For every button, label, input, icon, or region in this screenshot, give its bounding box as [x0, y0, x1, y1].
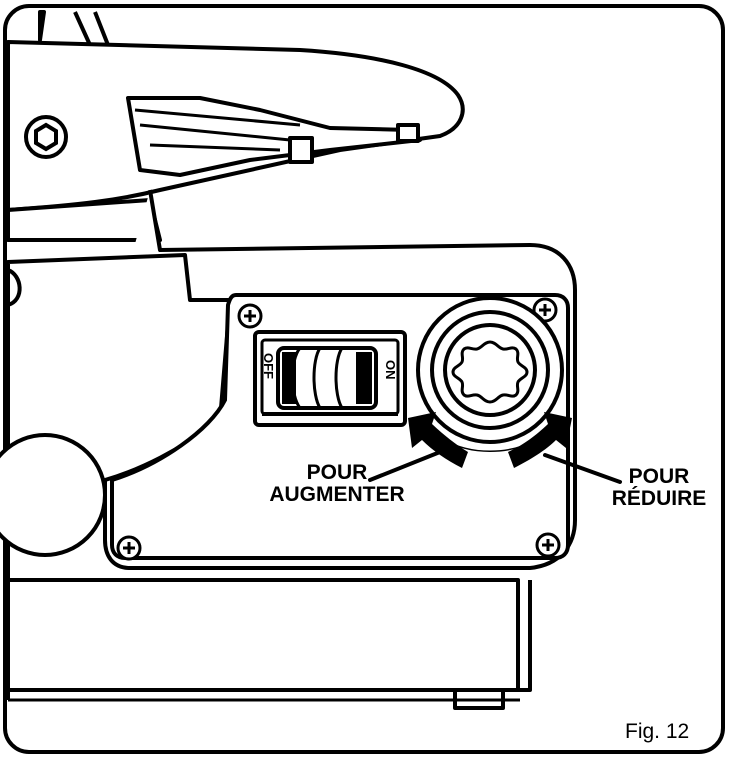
dial-knob-gear-icon: [451, 340, 529, 404]
power-switch[interactable]: [253, 330, 407, 427]
figure-caption: Fig. 12: [625, 720, 690, 743]
increase-arrow-icon: [408, 412, 468, 468]
screw-bottom-left-icon: [116, 535, 142, 561]
decrease-arrow-icon: [508, 412, 572, 468]
screw-top-left-icon: [237, 303, 263, 329]
decrease-speed-label: POUR RÉDUIRE: [611, 465, 707, 510]
speed-dial[interactable]: [416, 296, 564, 444]
side-knob: [0, 433, 107, 557]
switch-off-label: OFF: [261, 353, 276, 379]
hex-bolt-icon: [24, 115, 68, 159]
screw-bottom-right-icon: [535, 532, 561, 558]
switch-on-label: ON: [383, 360, 398, 380]
increase-leader-line: [368, 450, 442, 482]
decrease-leader-line: [543, 453, 622, 484]
upper-arm: [6, 10, 465, 212]
increase-speed-label: POUR AUGMENTER: [269, 461, 405, 506]
